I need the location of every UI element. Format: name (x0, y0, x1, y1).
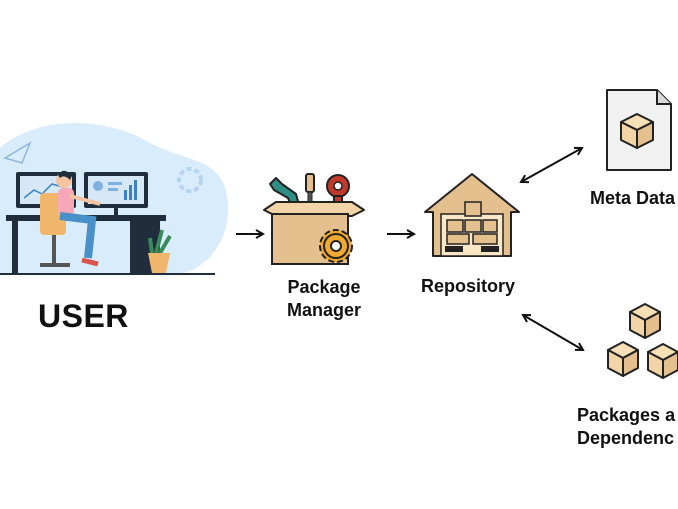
meta-data-label: Meta Data (590, 188, 676, 208)
packages-label: Packages a Dependenc (577, 404, 675, 450)
arrow-repo-meta (521, 148, 582, 182)
packages-label-line2: Dependenc (577, 428, 675, 448)
meta-data-icon-wrap (605, 88, 673, 172)
arrow-repo-packages (523, 315, 583, 350)
packages-label-line1: Packages a (577, 405, 676, 425)
repository-icon-wrap (423, 172, 521, 258)
cubes-icon (607, 303, 678, 379)
user-illustration (0, 118, 230, 278)
user-label: USER (38, 298, 129, 334)
package-manager-icon-wrap (262, 170, 366, 272)
packages-icon-wrap (604, 300, 678, 382)
repository-label: Repository (421, 276, 516, 296)
warehouse-icon (424, 173, 520, 257)
document-cube-icon (606, 89, 672, 171)
package-manager-label-line2: Manager (286, 300, 362, 320)
package-manager-label-line1: Package (287, 277, 361, 297)
user-at-computer-icon (0, 123, 229, 275)
package-manager-label: Package Manager (262, 276, 386, 322)
toolbox-icon (263, 173, 365, 265)
